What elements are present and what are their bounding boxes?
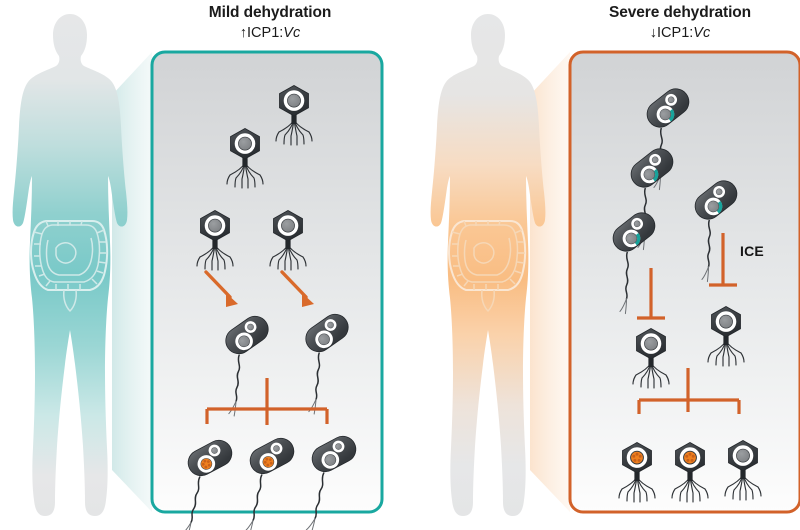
- body-silhouette-mild: [12, 14, 128, 516]
- intestines-icon: [448, 220, 527, 312]
- intestines-icon: [30, 220, 109, 312]
- ratio-prefix-severe: ICP1:: [657, 25, 694, 41]
- panel-mild-dehydration: [150, 50, 384, 514]
- ice-inhibition-lines: [637, 233, 737, 320]
- ratio-italic-mild: Vc: [283, 25, 301, 41]
- ratio-arrow-down: ↓: [649, 25, 658, 41]
- progeny-bracket-mild: [205, 378, 329, 425]
- panel-ratio-mild: ↑ICP1:Vc: [100, 25, 440, 41]
- body-silhouette-severe: [430, 14, 546, 516]
- panel-title-severe: Severe dehydration: [608, 4, 752, 21]
- panel-ratio-severe: ↓ICP1:Vc: [510, 25, 800, 41]
- ice-label: ICE: [740, 243, 764, 259]
- ratio-arrow-up: ↑: [239, 25, 248, 41]
- ratio-prefix-mild: ICP1:: [247, 25, 284, 41]
- infection-arrows-mild: [204, 270, 314, 307]
- panel-severe-dehydration: [568, 50, 800, 514]
- ratio-italic-severe: Vc: [693, 25, 711, 41]
- panel-title-mild: Mild dehydration: [208, 4, 332, 21]
- progeny-bracket-severe: [637, 368, 741, 414]
